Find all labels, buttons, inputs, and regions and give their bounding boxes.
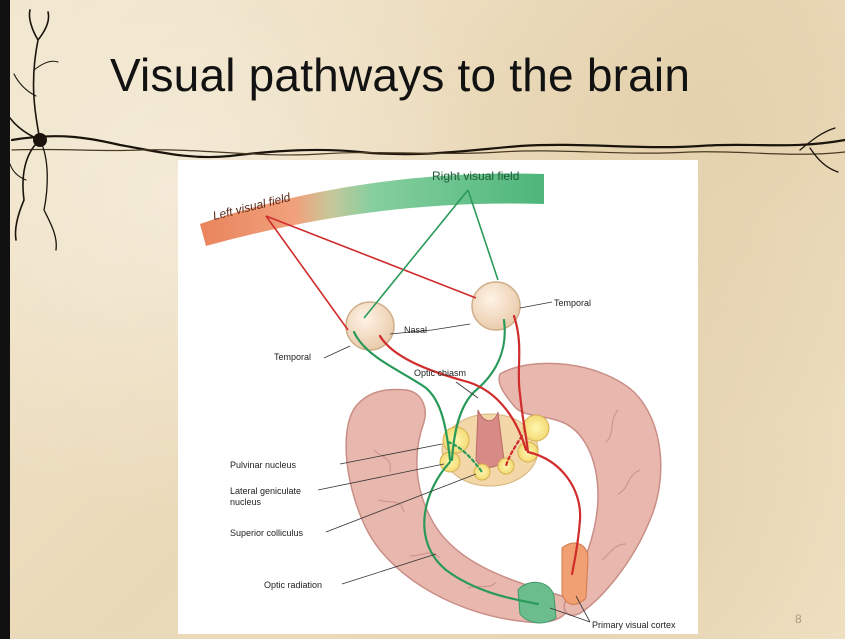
- nasal-label: Nasal: [404, 325, 427, 335]
- superior-colliculus-label: Superior colliculus: [230, 528, 304, 538]
- neuron-soma-icon: [33, 133, 47, 147]
- primary-visual-cortex-label: Primary visual cortex: [592, 620, 676, 630]
- right-visual-field-label: Right visual field: [432, 169, 519, 183]
- visual-pathway-diagram: Left visual field Right visual field: [178, 160, 698, 634]
- optic-chiasm-label: Optic chiasm: [414, 368, 466, 378]
- visual-pathway-figure: Left visual field Right visual field: [178, 160, 698, 634]
- lateral-geniculate-label: Lateral geniculate: [230, 486, 301, 496]
- right-eye: [472, 282, 520, 330]
- pulvinar-nucleus-label: Pulvinar nucleus: [230, 460, 297, 470]
- temporal-left-label: Temporal: [274, 352, 311, 362]
- slide-title: Visual pathways to the brain: [110, 48, 690, 102]
- optic-radiation-label: Optic radiation: [264, 580, 322, 590]
- temporal-right-label: Temporal: [554, 298, 591, 308]
- left-eye: [346, 302, 394, 350]
- lateral-geniculate-label-2: nucleus: [230, 497, 262, 507]
- page-number: 8: [795, 612, 802, 626]
- visual-cortex-left: [518, 582, 556, 623]
